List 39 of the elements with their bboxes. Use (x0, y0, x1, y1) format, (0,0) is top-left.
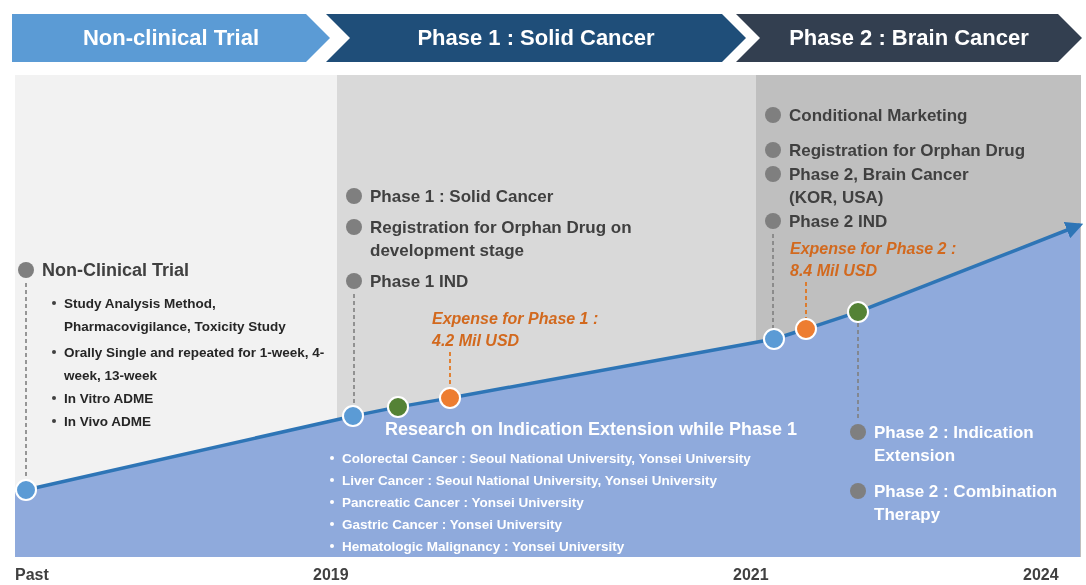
list-item-text: Orally Single and repeated for 1-week, 4-week, 13-week (64, 344, 326, 385)
milestone-text: Phase 1 : Solid Cancer (370, 186, 554, 208)
phase-banner: Non-clinical Trial (12, 14, 330, 62)
phase-banner: Phase 1 : Solid Cancer (326, 14, 746, 62)
milestone-text: Phase 2 IND (789, 211, 888, 233)
list-item-text: Hematologic Malignancy : Yonsei University (342, 538, 625, 556)
list-item-text: Study Analysis Method, Pharmacovigilance, Toxicity Study (64, 295, 287, 336)
expense-note: Expense for Phase 2 : 8.4 Mil USD (790, 238, 968, 282)
list-item-text: In Vivo ADME (64, 413, 151, 431)
milestone-text: Phase 2 : Indication Extension (874, 422, 1035, 467)
timeline-line (363, 407, 388, 416)
list-item-text: Liver Cancer : Seoul National University, Yonsei University (342, 472, 718, 490)
milestone-text: Registration for Orphan Drug on development stage (370, 217, 633, 262)
timeline-line (408, 398, 440, 407)
timeline-line (815, 313, 849, 328)
timeline-arrow (867, 221, 1084, 310)
milestone-text: Conditional Marketing (789, 105, 968, 127)
milestone-text: Phase 1 IND (370, 271, 469, 293)
milestone-text: Phase 2, Brain Cancer (KOR, USA) (789, 164, 970, 209)
list-item-text: Gastric Cancer : Yonsei University (342, 516, 563, 534)
expense-note: Expense for Phase 1 : 4.2 Mil USD (432, 308, 610, 352)
list-item-text: Pancreatic Cancer : Yonsei University (342, 494, 584, 512)
section-heading: Research on Indication Extension while Phase 1 (385, 419, 798, 439)
phase-banner: Phase 2 : Brain Cancer (736, 14, 1082, 62)
milestone-text: Non-Clinical Trial (42, 259, 190, 282)
timeline-line (36, 416, 343, 490)
list-item-text: In Vitro ADME (64, 390, 154, 408)
leader-line (772, 233, 774, 329)
milestone-text: Phase 2 : Combination Therapy (874, 481, 1059, 526)
milestone-text: Registration for Orphan Drug (789, 140, 1026, 162)
axis-label: 2019 (313, 566, 349, 583)
timeline-line (460, 339, 764, 398)
timeline-line (783, 330, 797, 338)
list-item-text: Colorectal Cancer : Seoul National University, Yonsei University (342, 450, 751, 468)
axis-label: 2021 (733, 566, 769, 583)
axis-label: Past (15, 566, 49, 583)
axis-label: 2024 (1023, 566, 1059, 583)
leader-line (805, 281, 807, 319)
leader-line (353, 293, 355, 406)
